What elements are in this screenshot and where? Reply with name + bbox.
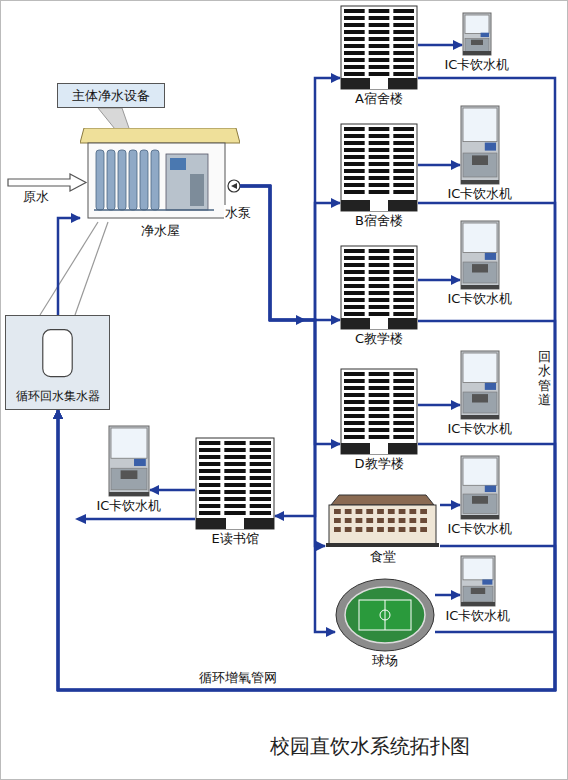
building: B宿舍楼: [340, 123, 418, 212]
ic-card-dispenser: IC卡饮水机: [460, 220, 500, 290]
node-label: D教学楼: [352, 457, 405, 471]
pipe-connector: [58, 203, 555, 690]
ic-card-dispenser: IC卡饮水机: [460, 555, 496, 607]
ic-drawing: [460, 555, 496, 607]
pipe-connector: [150, 489, 195, 492]
pipe-connector: [240, 186, 325, 546]
node-label: C教学楼: [353, 332, 405, 346]
bldg-drawing: [340, 245, 418, 330]
leader-line: [75, 222, 108, 315]
pipe-connector: [240, 186, 335, 632]
stadium: 球场: [335, 578, 435, 652]
pipe-line: [84, 518, 195, 521]
node-label: IC卡饮水机: [443, 58, 512, 72]
node-label: 食堂: [368, 550, 398, 564]
house-drawing: [80, 128, 240, 222]
canteen-drawing: [325, 493, 440, 548]
callout-box: 主体净水设备: [57, 83, 165, 108]
collector-box: 循环回水集水器: [5, 315, 110, 410]
leader-line: [40, 222, 98, 315]
pipe-connector: [58, 321, 555, 690]
ic-drawing: [460, 350, 500, 420]
purification-house: 净水屋: [80, 128, 240, 222]
node-label: B宿舍楼: [353, 214, 405, 228]
pipe-connector: [418, 164, 460, 167]
node-label: IC卡饮水机: [446, 187, 515, 201]
pipe-connector: [58, 410, 555, 690]
ic-drawing: [462, 12, 492, 56]
building: A宿舍楼: [340, 5, 418, 90]
ic-card-dispenser: IC卡饮水机: [462, 12, 492, 56]
pipe-connector: [418, 44, 462, 47]
ic-drawing: [460, 455, 500, 520]
node-label: 球场: [370, 654, 400, 668]
ic-card-dispenser: IC卡饮水机: [460, 350, 500, 420]
node-label: IC卡饮水机: [95, 499, 164, 513]
text-label: 循环增氧管网: [198, 670, 278, 685]
stadium-drawing: [335, 578, 435, 652]
ic-drawing: [460, 105, 500, 185]
arrow-head: [75, 514, 86, 524]
bldg-drawing: [195, 437, 275, 530]
node-label: IC卡饮水机: [444, 609, 513, 623]
ic-drawing: [108, 425, 150, 497]
ic-card-dispenser: IC卡饮水机: [108, 425, 150, 497]
bldg-drawing: [340, 123, 418, 212]
pipe-connector: [58, 218, 80, 315]
node-label: A宿舍楼: [353, 92, 405, 106]
pipe-connector: [58, 410, 555, 690]
bldg-drawing: [340, 5, 418, 90]
pipe-connector: [240, 186, 340, 320]
pipe-connector: [240, 186, 340, 320]
ic-drawing: [460, 220, 500, 290]
node-label: IC卡饮水机: [446, 422, 515, 436]
node-label: IC卡饮水机: [446, 292, 515, 306]
pipe-connector: [240, 78, 340, 320]
box-text: 主体净水设备: [72, 87, 150, 105]
vertical-label: 回水管道: [538, 350, 551, 407]
pipe-connector: [435, 594, 460, 597]
pipe-connector: [418, 404, 460, 407]
text-label: 水泵: [224, 205, 252, 220]
node-label: IC卡饮水机: [446, 522, 515, 536]
bldg-drawing: [340, 368, 418, 455]
ic-card-dispenser: IC卡饮水机: [460, 455, 500, 520]
pipe-connector: [58, 78, 555, 690]
text-label: 原水: [22, 189, 50, 204]
node-label: 净水屋: [139, 224, 182, 238]
building: E读书馆: [195, 437, 275, 530]
ic-card-dispenser: IC卡饮水机: [460, 105, 500, 185]
node-label: E读书馆: [209, 532, 260, 546]
box-text: 循环回水集水器: [16, 388, 100, 405]
pipe-connector: [58, 410, 555, 690]
building: C教学楼: [340, 245, 418, 330]
pipe-connector: [418, 279, 460, 282]
canteen-building: 食堂: [325, 493, 440, 548]
building: D教学楼: [340, 368, 418, 455]
pipe-connector: [440, 504, 460, 507]
diagram-caption: 校园直饮水系统拓扑图: [270, 733, 470, 760]
pipe-connector: [240, 186, 340, 444]
